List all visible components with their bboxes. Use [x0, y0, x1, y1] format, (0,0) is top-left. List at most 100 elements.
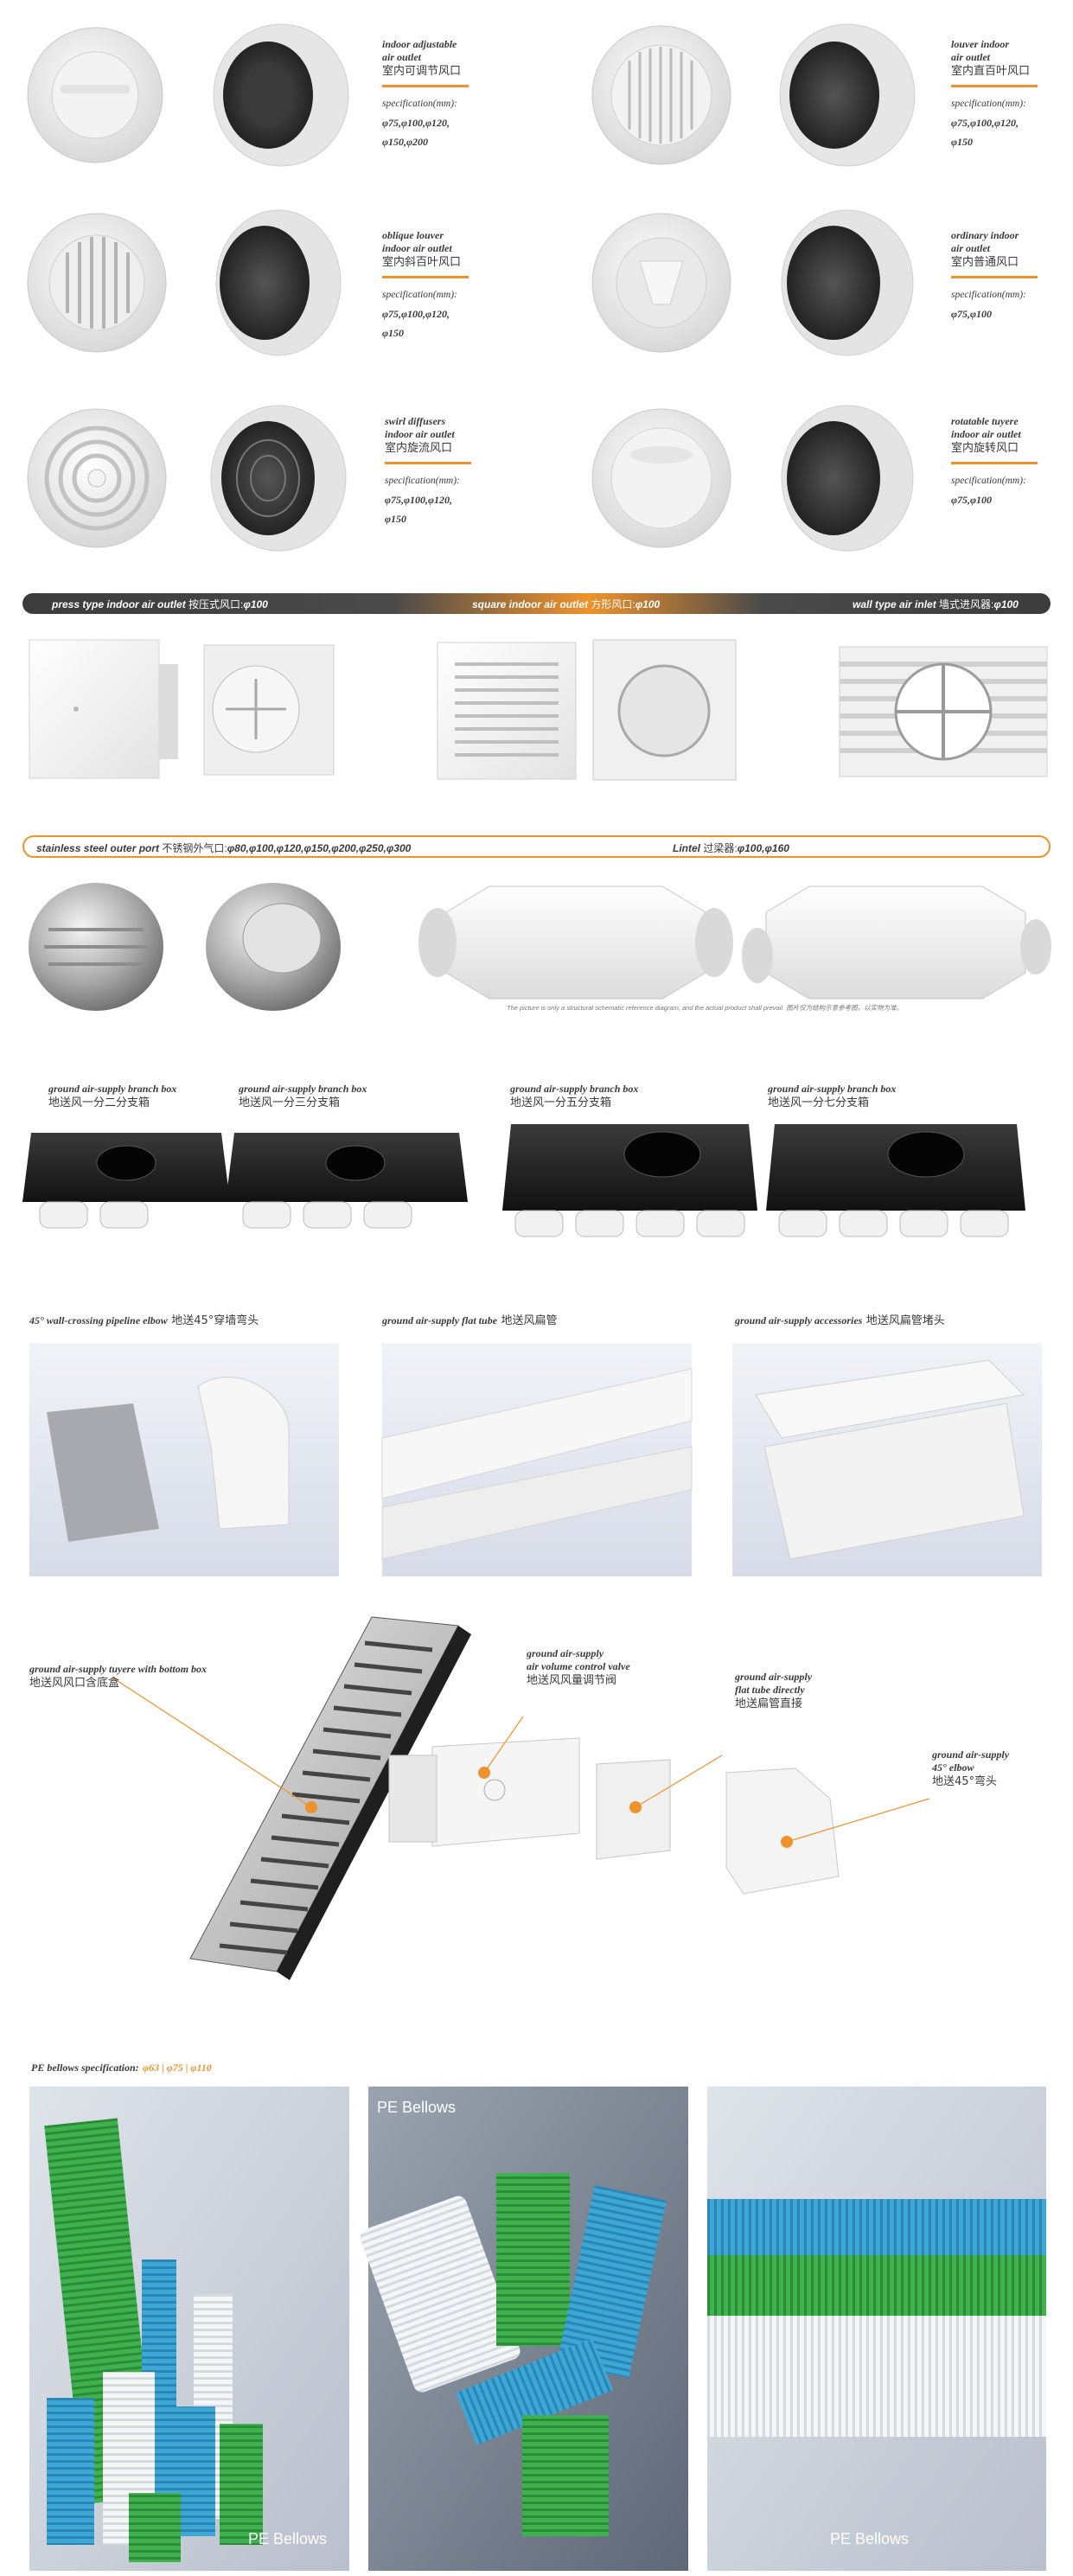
banner-steel-en: stainless steel outer port	[36, 842, 160, 854]
outlet-caption-adjustable: indoor adjustable air outlet 室内可调节风口 spe…	[382, 38, 512, 151]
divider	[382, 276, 469, 278]
outlet-photo-swirl	[27, 405, 347, 552]
banner-press-en: press type indoor air outlet	[52, 598, 186, 610]
outlet-photo-oblique	[27, 209, 342, 356]
banner-press-val: φ100	[243, 598, 268, 610]
banner-steel-cn: 不锈钢外气口:	[162, 842, 227, 854]
bellows-spec-values: φ63 | φ75 | φ110	[143, 2061, 212, 2074]
callout-valve-en1: ground air-supply	[527, 1647, 604, 1659]
flat-part-cn: 地送风扁管堵头	[865, 1314, 945, 1327]
callout-tuyere-en: ground air-supply tuyere with bottom box	[29, 1663, 208, 1675]
outlet-photo-louver	[591, 23, 916, 167]
banner-lintel-val: φ100,φ160	[737, 842, 789, 854]
callout-valve-cn: 地送风风量调节阀	[527, 1674, 617, 1687]
outlet-photo-ordinary	[591, 209, 914, 356]
spec-values: φ75,φ100	[951, 494, 993, 506]
steel-lintel-photos	[29, 883, 1051, 1011]
outlet-caption-ordinary: ordinary indoor air outlet 室内普通风口 specif…	[951, 229, 1063, 323]
flat-part-cn: 地送风扁管	[501, 1314, 558, 1327]
flat-part-en: ground air-supply accessories	[735, 1314, 863, 1326]
banner-wall-cn: 墙式进风器:	[939, 598, 994, 610]
branch-box-en: ground air-supply branch box	[48, 1083, 177, 1095]
banner-wall: wall type air inlet 墙式进风器:φ100	[853, 597, 1019, 611]
bellows-label-3: PE Bellows	[830, 2530, 910, 2547]
branch-box-cn: 地送风一分五分支箱	[510, 1096, 612, 1109]
lintel-note: The picture is only a structural schemat…	[507, 1004, 904, 1012]
banner-square: square indoor air outlet 方形风口:φ100	[472, 597, 660, 611]
banner-square-en: square indoor air outlet	[472, 598, 589, 610]
flat-part-en: ground air-supply flat tube	[382, 1314, 498, 1326]
banner-wall-en: wall type air inlet	[853, 598, 936, 610]
branch-box-caption-1: ground air-supply branch box 地送风一分二分支箱	[48, 1083, 239, 1111]
outlet-cn-name: 室内旋流风口	[385, 442, 453, 455]
outlet-cn-name: 室内斜百叶风口	[382, 256, 462, 269]
branch-box-caption-4: ground air-supply branch box 地送风一分七分支箱	[768, 1083, 958, 1111]
square-outlets-photos	[29, 639, 1048, 781]
outlet-en-name: indoor adjustable air outlet	[382, 38, 457, 63]
outlet-cn-name: 室内旋转风口	[951, 442, 1019, 455]
banner-lintel: Lintel 过梁器:φ100,φ160	[673, 841, 789, 855]
bellows-photos	[29, 2087, 1046, 2571]
callout-lines	[112, 1677, 930, 1843]
spec-values: φ75,φ100,φ120, φ150	[385, 494, 453, 525]
outlet-caption-louver: louver indoor air outlet 室内直百叶风口 specifi…	[951, 38, 1063, 151]
branch-box-en: ground air-supply branch box	[239, 1083, 367, 1095]
flat-part-caption-1: 45° wall-crossing pipeline elbow 地送45°穿墙…	[29, 1313, 259, 1329]
spec-values: φ75,φ100,φ120, φ150	[951, 117, 1019, 148]
spec-values: φ75,φ100	[951, 308, 993, 320]
spec-label: specification(mm):	[951, 476, 1026, 486]
spec-values: φ75,φ100,φ120, φ150	[382, 308, 450, 339]
outlet-caption-oblique: oblique louver indoor air outlet 室内斜百叶风口…	[382, 229, 512, 342]
branch-box-en: ground air-supply branch box	[510, 1083, 639, 1095]
callout-direct-en2: flat tube directly	[735, 1684, 805, 1696]
outlet-en-name: ordinary indoor air outlet	[951, 229, 1019, 254]
branch-box-caption-2: ground air-supply branch box 地送风一分三分支箱	[239, 1083, 429, 1111]
assembly-illustration	[189, 1616, 840, 1980]
banner-steel-val: φ80,φ100,φ120,φ150,φ200,φ250,φ300	[227, 842, 412, 854]
spec-label: specification(mm):	[951, 290, 1026, 300]
spec-label: specification(mm):	[382, 99, 457, 109]
banner-square-val: φ100	[635, 598, 661, 610]
callout-valve: ground air-supply air volume control val…	[527, 1647, 630, 1689]
divider	[951, 462, 1038, 464]
spec-label: specification(mm):	[951, 99, 1026, 109]
flat-part-en: 45° wall-crossing pipeline elbow	[29, 1314, 168, 1326]
branch-box-cn: 地送风一分七分支箱	[768, 1096, 870, 1109]
divider	[951, 85, 1038, 87]
outlet-en-name: rotatable tuyere indoor air outlet	[951, 415, 1021, 440]
flat-part-caption-3: ground air-supply accessories 地送风扁管堵头	[735, 1313, 945, 1329]
branch-box-en: ground air-supply branch box	[768, 1083, 897, 1095]
divider	[385, 462, 471, 464]
bellows-label-2: PE Bellows	[377, 2099, 457, 2116]
callout-direct-cn: 地送扁管直接	[735, 1697, 803, 1710]
callout-tuyere-cn: 地送风风口含底盒	[29, 1677, 120, 1690]
banner-lintel-en: Lintel	[673, 842, 700, 854]
banner-press-cn: 按压式风口:	[188, 598, 244, 610]
bellows-label-1: PE Bellows	[248, 2530, 328, 2547]
outlet-cn-name: 室内可调节风口	[382, 65, 462, 78]
flat-part-cn: 地送45°穿墙弯头	[171, 1314, 259, 1327]
spec-label: specification(mm):	[385, 476, 460, 486]
outlet-photo-adjustable	[27, 23, 349, 167]
outlet-cn-name: 室内普通风口	[951, 256, 1019, 269]
branch-box-caption-3: ground air-supply branch box 地送风一分五分支箱	[510, 1083, 700, 1111]
callout-elbow-en2: 45° elbow	[932, 1761, 974, 1774]
section-banner-outlets: press type indoor air outlet 按压式风口:φ100 …	[22, 593, 1051, 614]
banner-square-cn: 方形风口:	[591, 598, 635, 610]
callout-elbow-cn: 地送45°弯头	[932, 1775, 998, 1788]
banner-lintel-cn: 过梁器:	[703, 842, 738, 854]
outlet-caption-swirl: swirl diffusers indoor air outlet 室内旋流风口…	[385, 415, 514, 528]
callout-direct-en1: ground air-supply	[735, 1671, 813, 1683]
branch-box-photos	[22, 1124, 1025, 1237]
banner-wall-val: φ100	[993, 598, 1019, 610]
callout-valve-en2: air volume control valve	[527, 1660, 630, 1672]
bellows-spec-label: PE bellows specification:	[31, 2061, 139, 2074]
callout-direct: ground air-supply flat tube directly 地送扁…	[735, 1671, 812, 1712]
outlet-en-name: swirl diffusers indoor air outlet	[385, 415, 455, 440]
callout-elbow: ground air-supply 45° elbow 地送45°弯头	[932, 1748, 1009, 1790]
branch-box-cn: 地送风一分三分支箱	[239, 1096, 341, 1109]
flat-part-caption-2: ground air-supply flat tube 地送风扁管	[382, 1313, 558, 1329]
branch-box-cn: 地送风一分二分支箱	[48, 1096, 150, 1109]
divider	[382, 85, 469, 87]
outlet-caption-rotatable: rotatable tuyere indoor air outlet 室内旋转风…	[951, 415, 1068, 509]
